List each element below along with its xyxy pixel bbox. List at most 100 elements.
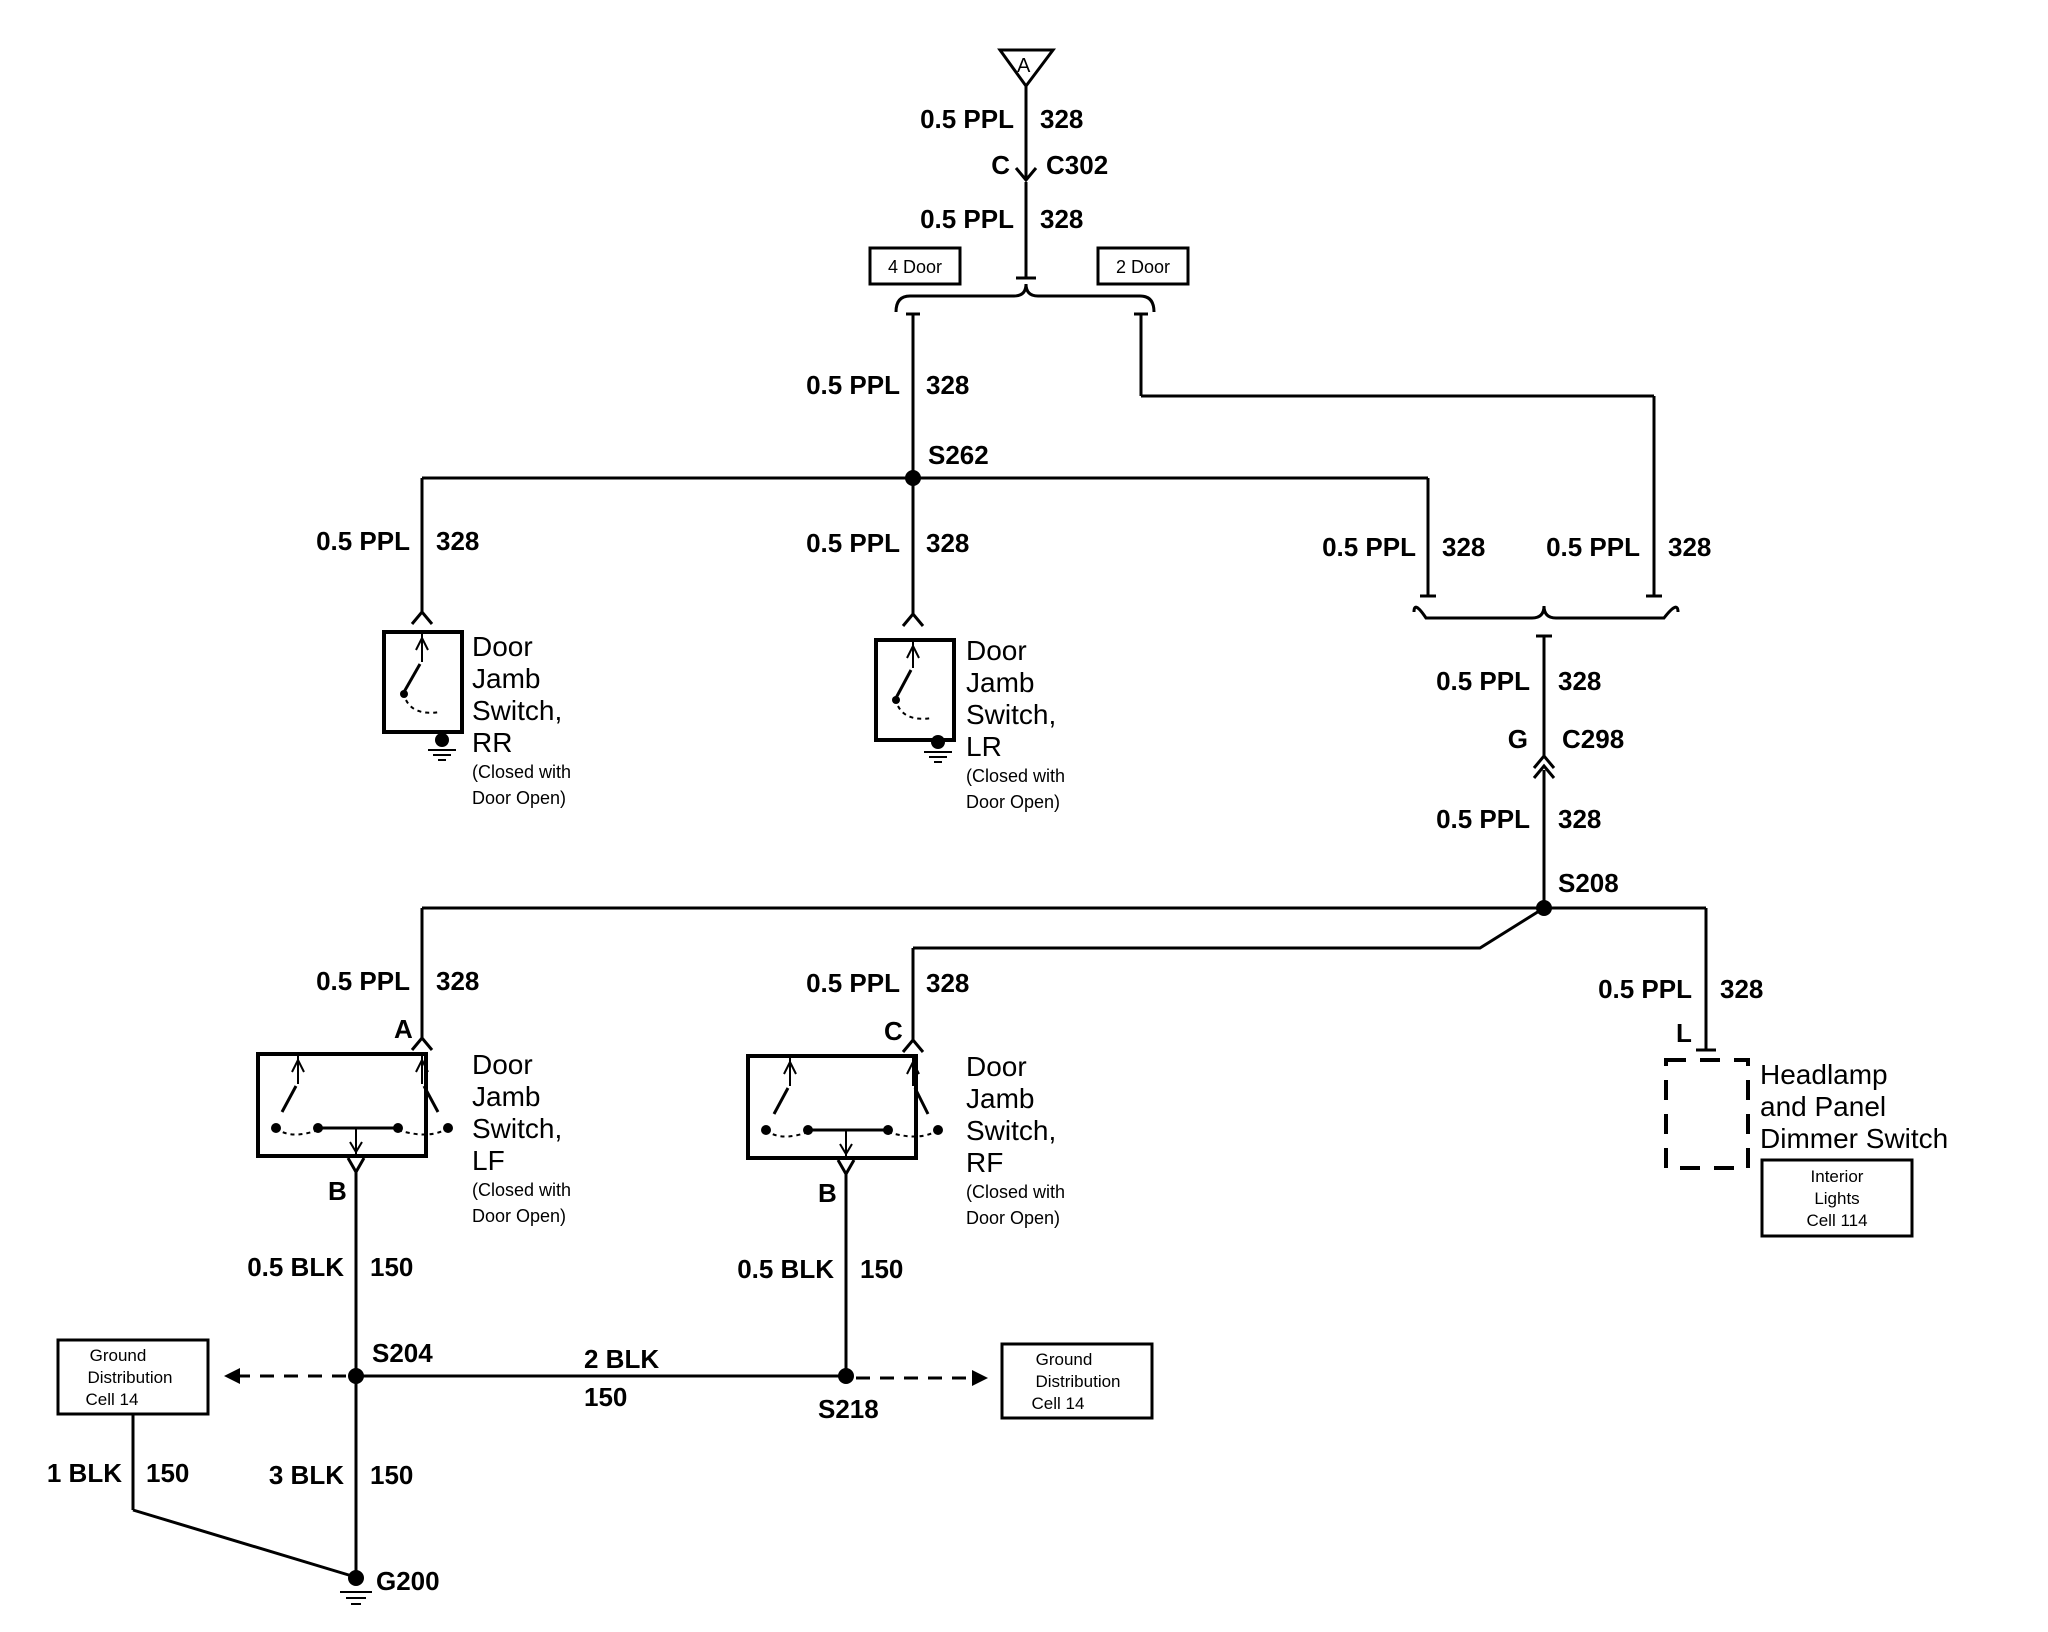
label-top-2-circuit: 328 <box>1040 204 1083 234</box>
svg-text:Door Open): Door Open) <box>472 788 566 808</box>
c302-chevron <box>1014 167 1038 183</box>
connector-a-symbol <box>997 48 1056 89</box>
svg-text:Jamb: Jamb <box>966 1083 1034 1114</box>
svg-text:(Closed with: (Closed with <box>966 766 1065 786</box>
splice-s208-label: S208 <box>1558 868 1619 898</box>
label-headlamp-gauge: 0.5 PPL <box>1598 974 1692 1004</box>
svg-text:Door: Door <box>966 635 1027 666</box>
label-rf-ground-circuit: 150 <box>860 1254 903 1284</box>
svg-text:Distribution: Distribution <box>87 1368 172 1387</box>
svg-text:Interior: Interior <box>1811 1167 1864 1186</box>
svg-text:Door: Door <box>472 1049 533 1080</box>
label-2door-right-circuit: 328 <box>1668 532 1711 562</box>
c298-chevron-2 <box>1532 763 1556 779</box>
svg-text:(Closed with: (Closed with <box>966 1182 1065 1202</box>
svg-text:Door: Door <box>472 631 533 662</box>
splice-s218-label: S218 <box>818 1394 879 1424</box>
lf-pin-chevron <box>410 1035 434 1051</box>
rf-ground-chevron <box>836 1159 856 1178</box>
rr-switch-label: Door Jamb Switch, RR (Closed with Door O… <box>472 631 571 808</box>
selector-4-door: 4 Door <box>868 246 962 286</box>
label-rf-gauge: 0.5 PPL <box>806 968 900 998</box>
label-lf-gauge: 0.5 PPL <box>316 966 410 996</box>
svg-text:Jamb: Jamb <box>472 1081 540 1112</box>
rf-pin-c: C <box>884 1016 903 1046</box>
ref-box-ground-distribution-left: Ground Distribution Cell 14 <box>56 1338 210 1416</box>
label-lf-ground-circuit: 150 <box>370 1252 413 1282</box>
label-c298-below-gauge: 0.5 PPL <box>1436 804 1530 834</box>
selector-2-door: 2 Door <box>1096 246 1190 286</box>
label-s204-g200-circuit: 150 <box>370 1460 413 1490</box>
g200-dot <box>348 1570 364 1586</box>
svg-text:Jamb: Jamb <box>966 667 1034 698</box>
splice-s262-label: S262 <box>928 440 989 470</box>
label-c298-above-circuit: 328 <box>1558 666 1601 696</box>
label-s204-s218-gauge: 2 BLK <box>584 1344 659 1374</box>
label-headlamp-circuit: 328 <box>1720 974 1763 1004</box>
svg-text:Switch,: Switch, <box>966 699 1056 730</box>
ref-box-ground-distribution-right: Ground Distribution Cell 14 <box>1000 1342 1154 1420</box>
svg-text:and Panel: and Panel <box>1760 1091 1886 1122</box>
svg-text:Cell 14: Cell 14 <box>86 1390 139 1409</box>
label-top-1-gauge: 0.5 PPL <box>920 104 1014 134</box>
svg-text:Lights: Lights <box>1814 1189 1859 1208</box>
door-jamb-switch-rr <box>382 630 464 761</box>
svg-text:RF: RF <box>966 1147 1003 1178</box>
door-jamb-switch-lf <box>256 1052 453 1158</box>
label-lf-circuit: 328 <box>436 966 479 996</box>
label-c298-above-gauge: 0.5 PPL <box>1436 666 1530 696</box>
label-4door-circuit: 328 <box>926 370 969 400</box>
label-2door-right-gauge: 0.5 PPL <box>1546 532 1640 562</box>
svg-text:Ground: Ground <box>1036 1350 1093 1369</box>
label-c298-below-circuit: 328 <box>1558 804 1601 834</box>
svg-text:Switch,: Switch, <box>472 1113 562 1144</box>
c302-name: C302 <box>1046 150 1108 180</box>
label-lr-gauge: 0.5 PPL <box>806 528 900 558</box>
label-s262-right-gauge: 0.5 PPL <box>1322 532 1416 562</box>
rf-pin-b: B <box>818 1178 837 1208</box>
svg-text:Jamb: Jamb <box>472 663 540 694</box>
svg-text:(Closed with: (Closed with <box>472 1180 571 1200</box>
selector-2-door-label: 2 Door <box>1116 257 1170 277</box>
svg-text:Headlamp: Headlamp <box>1760 1059 1888 1090</box>
svg-text:Ground: Ground <box>90 1346 147 1365</box>
rr-pin-chevron <box>410 609 434 625</box>
svg-text:Switch,: Switch, <box>966 1115 1056 1146</box>
svg-text:Door Open): Door Open) <box>966 792 1060 812</box>
label-lr-circuit: 328 <box>926 528 969 558</box>
label-left-ground-gauge: 1 BLK <box>47 1458 122 1488</box>
svg-text:Door Open): Door Open) <box>966 1208 1060 1228</box>
label-rf-ground-gauge: 0.5 BLK <box>737 1254 834 1284</box>
label-rf-circuit: 328 <box>926 968 969 998</box>
headlamp-switch-label: Headlamp and Panel Dimmer Switch <box>1760 1059 1948 1154</box>
svg-text:Distribution: Distribution <box>1035 1372 1120 1391</box>
c298-pin: G <box>1508 724 1528 754</box>
svg-text:Door: Door <box>966 1051 1027 1082</box>
door-selector-brace <box>894 283 1156 313</box>
svg-text:Cell 14: Cell 14 <box>1032 1394 1085 1413</box>
label-left-ground-circuit: 150 <box>146 1458 189 1488</box>
lr-pin-chevron <box>901 611 925 627</box>
lf-switch-label: Door Jamb Switch, LF (Closed with Door O… <box>472 1049 571 1226</box>
headlamp-switch-box <box>1664 1058 1750 1170</box>
svg-text:Cell 114: Cell 114 <box>1806 1211 1867 1230</box>
c302-pin: C <box>991 150 1010 180</box>
label-top-2-gauge: 0.5 PPL <box>920 204 1014 234</box>
splice-s218-dot <box>838 1368 854 1384</box>
ground-g200-label: G200 <box>376 1566 440 1596</box>
wire-s208-rf <box>913 906 1545 950</box>
label-rr-gauge: 0.5 PPL <box>316 526 410 556</box>
splice-s204-label: S204 <box>372 1338 433 1368</box>
lr-switch-label: Door Jamb Switch, LR (Closed with Door O… <box>966 635 1065 812</box>
svg-text:Door Open): Door Open) <box>472 1206 566 1226</box>
svg-text:RR: RR <box>472 727 512 758</box>
label-s204-g200-gauge: 3 BLK <box>269 1460 344 1490</box>
lf-ground-chevron <box>346 1157 366 1176</box>
wire-left-ground-diag <box>132 1508 353 1578</box>
c298-name: C298 <box>1562 724 1624 754</box>
label-top-1-circuit: 328 <box>1040 104 1083 134</box>
label-s262-right-circuit: 328 <box>1442 532 1485 562</box>
selector-4-door-label: 4 Door <box>888 257 942 277</box>
dash-arrow-right <box>972 1370 988 1386</box>
